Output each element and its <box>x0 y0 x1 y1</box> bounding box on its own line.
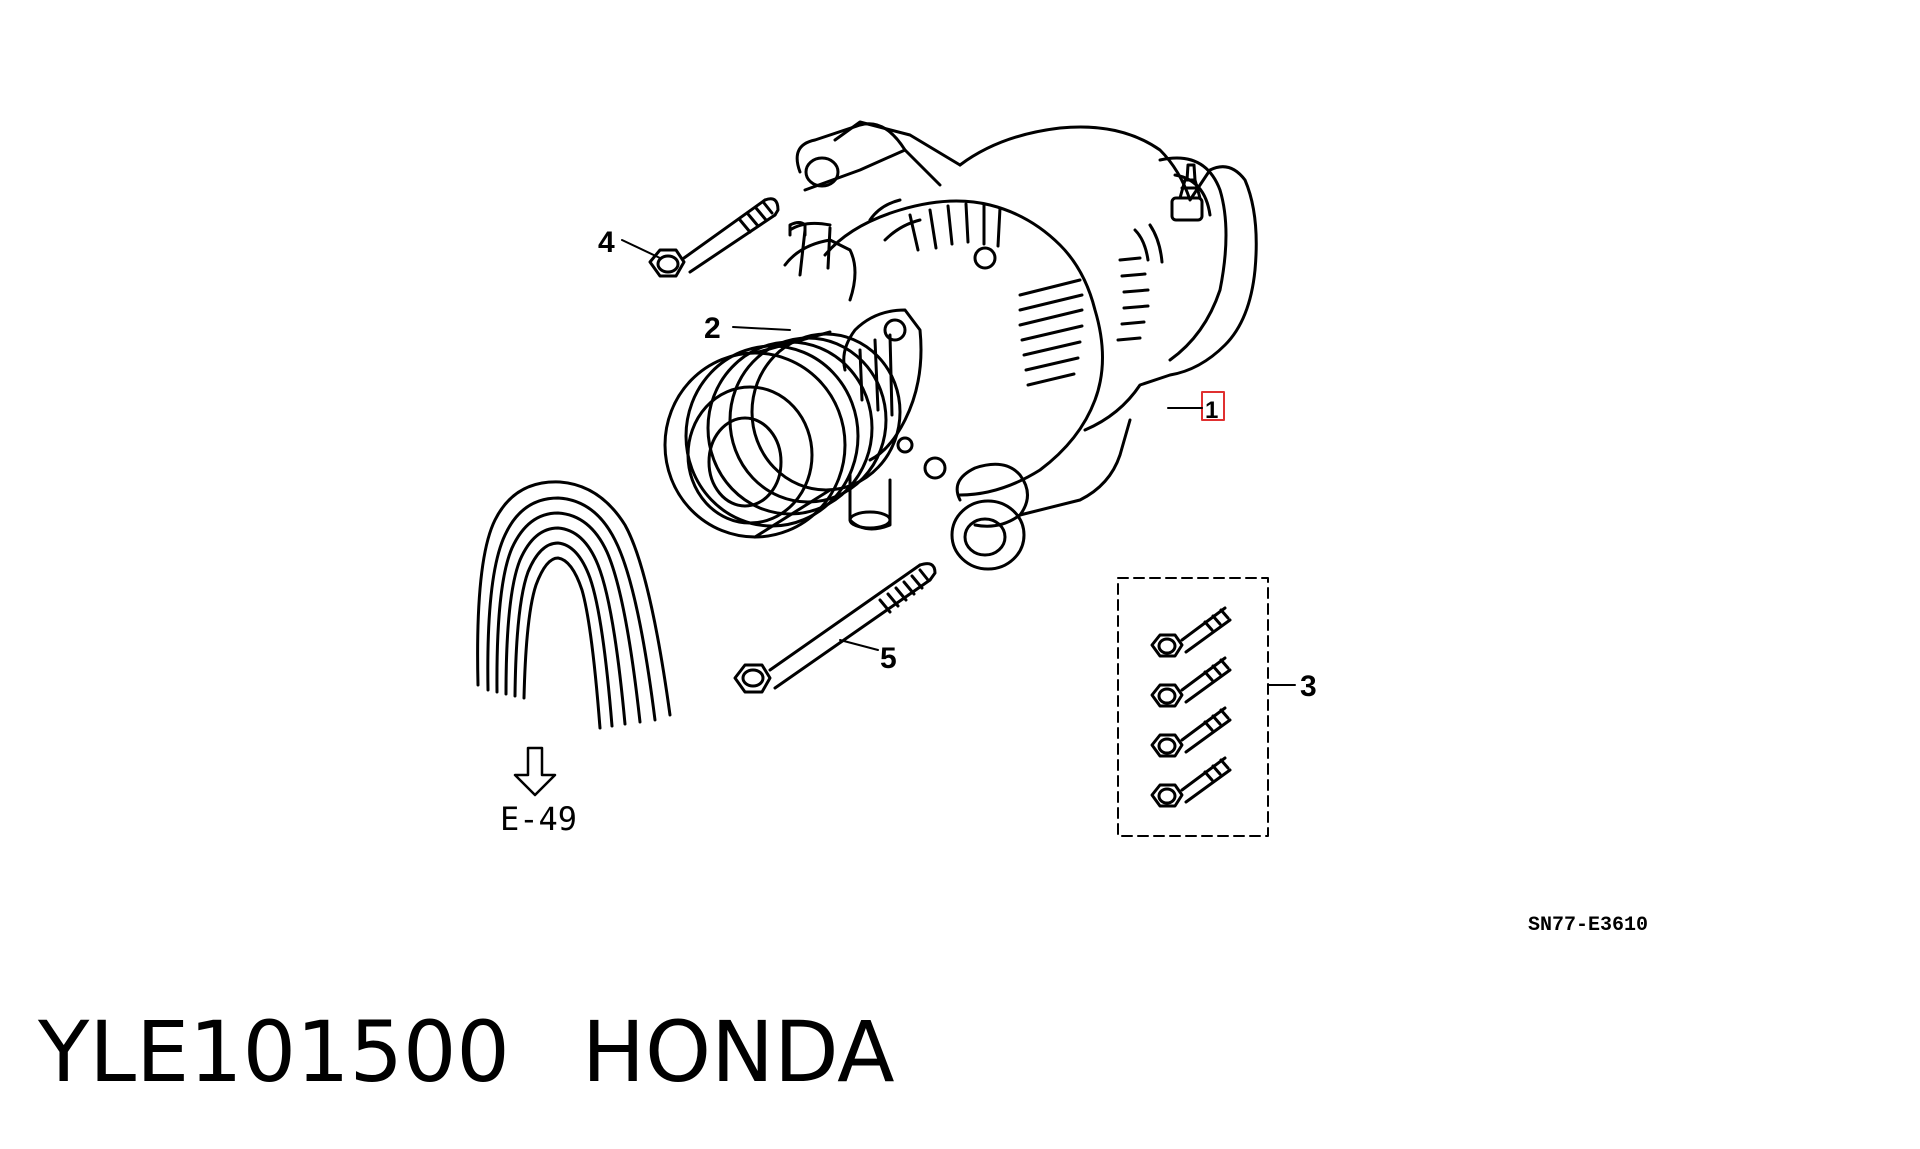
drive-belt <box>476 480 672 730</box>
brand-name: HONDA <box>581 1003 895 1101</box>
part-number: YLE101500 <box>38 1003 510 1101</box>
leader-4 <box>621 239 661 259</box>
bolt-5 <box>733 562 937 694</box>
callout-4: 4 <box>598 226 615 259</box>
callout-1-highlight <box>1201 391 1225 421</box>
diagram-code: SN77-E3610 <box>1528 914 1648 937</box>
callout-2: 2 <box>704 312 721 345</box>
alternator-pulley <box>663 330 902 539</box>
alternator <box>783 120 1258 571</box>
leader-5 <box>839 639 879 651</box>
callout-5: 5 <box>880 642 897 675</box>
callout-3: 3 <box>1300 670 1317 703</box>
callout-1: 1 <box>1205 397 1218 424</box>
bolt-4 <box>648 197 780 278</box>
bolt-set-3 <box>1117 577 1269 837</box>
down-arrow-icon[interactable] <box>513 746 557 797</box>
leader-2 <box>732 326 791 331</box>
reference-label[interactable]: E-49 <box>500 800 577 838</box>
